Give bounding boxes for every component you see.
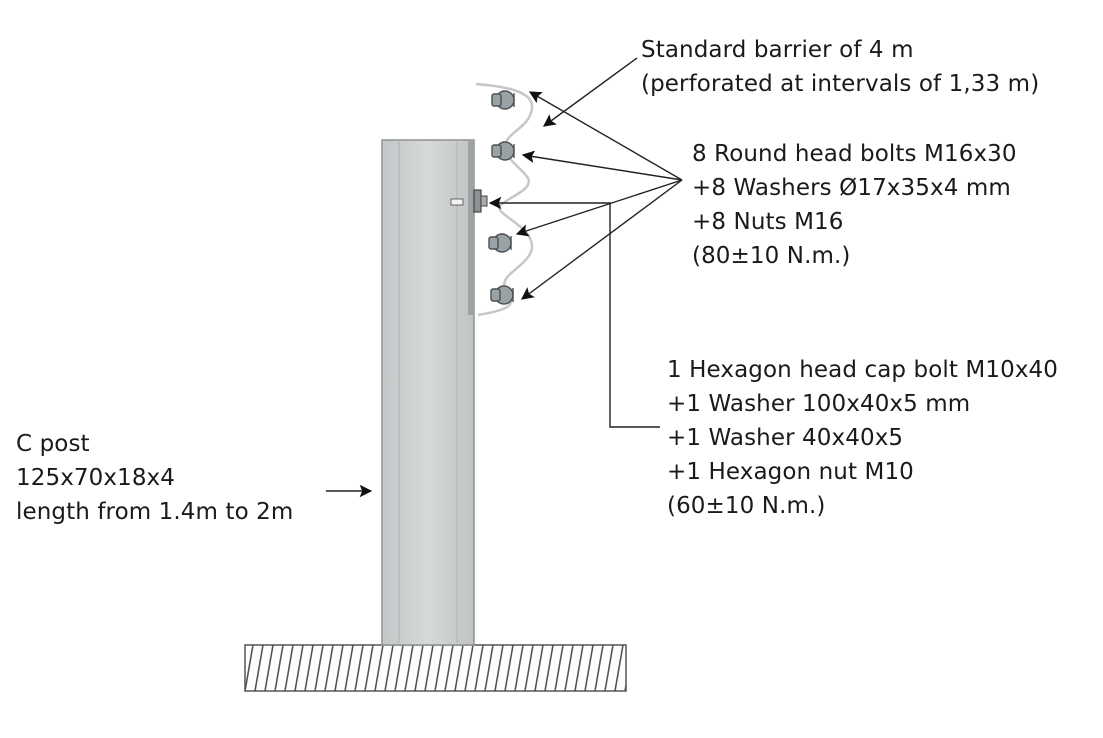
hatch-line: [504, 645, 514, 691]
bolt-leader: [520, 179, 683, 300]
hatch-line: [584, 645, 594, 691]
hatch-line: [434, 645, 444, 691]
hatch-line: [514, 645, 524, 691]
hatch-line: [414, 645, 424, 691]
round-head-bolts: [488, 90, 515, 305]
hatch-line: [645, 645, 653, 691]
hatch-line: [564, 645, 574, 691]
bolt-icon: [490, 285, 514, 305]
hatch-line: [264, 645, 274, 691]
round-bolts-label: 8 Round head bolts M16x30 +8 Washers Ø17…: [692, 137, 1017, 273]
hatch-line: [374, 645, 384, 691]
hex-bolt-label-line-3: +1 Washer 40x40x5: [667, 425, 904, 451]
post-label: C post 125x70x18x4 length from 1.4m to 2…: [16, 427, 293, 529]
hatch-line: [494, 645, 504, 691]
hatch-line: [304, 645, 314, 691]
barrier-label: Standard barrier of 4 m (perforated at i…: [641, 33, 1039, 101]
round-bolts-label-line-2: +8 Washers Ø17x35x4 mm: [692, 175, 1011, 201]
hex-bolt-leader: [488, 196, 660, 428]
bolt-leader: [528, 91, 683, 181]
hex-bolt-label-line-5: (60±10 N.m.): [667, 493, 826, 519]
bolt-leader: [521, 150, 683, 181]
hatch-line: [364, 645, 374, 691]
bolt-leader: [515, 179, 683, 237]
hatch-line: [574, 645, 584, 691]
hatch-line: [635, 645, 643, 691]
post-label-line-2: 125x70x18x4: [16, 465, 176, 491]
hex-bolt-label-line-2: +1 Washer 100x40x5 mm: [667, 391, 971, 417]
leader-lines: [326, 57, 683, 498]
hatch-line: [544, 645, 554, 691]
hatch-line: [614, 645, 624, 691]
hexagon-bolt-icon: [450, 189, 488, 213]
hatch-line: [334, 645, 344, 691]
bolt-icon: [491, 141, 515, 161]
hatch-line: [484, 645, 494, 691]
bolt-icon: [488, 233, 512, 253]
barrier-leader: [542, 57, 638, 127]
hatch-line: [464, 645, 474, 691]
round-bolts-label-line-4: (80±10 N.m.): [692, 243, 851, 269]
hatch-line: [284, 645, 294, 691]
hatch-line: [524, 645, 534, 691]
hatch-line: [384, 645, 394, 691]
round-bolts-label-line-1: 8 Round head bolts M16x30: [692, 141, 1017, 167]
hatch-line: [354, 645, 364, 691]
post-label-line-1: C post: [16, 431, 90, 457]
ground-foundation: [235, 644, 653, 692]
hatch-line: [314, 645, 324, 691]
hatch-line: [404, 645, 414, 691]
hatch-line: [604, 645, 614, 691]
hex-bolt-label: 1 Hexagon head cap bolt M10x40 +1 Washer…: [667, 353, 1058, 523]
bolt-icon: [491, 90, 515, 110]
hatch-line: [454, 645, 464, 691]
hatch-line: [554, 645, 564, 691]
hatch-line: [344, 645, 354, 691]
hatch-line: [274, 645, 284, 691]
barrier-label-line-2: (perforated at intervals of 1,33 m): [641, 71, 1040, 97]
hatch-line: [534, 645, 544, 691]
hatch-line: [444, 645, 454, 691]
hatch-line: [594, 645, 604, 691]
hatch-line: [235, 645, 243, 691]
hex-bolt-label-line-4: +1 Hexagon nut M10: [667, 459, 914, 485]
hex-bolt-label-line-1: 1 Hexagon head cap bolt M10x40: [667, 357, 1059, 383]
hatch-line: [294, 645, 304, 691]
hatch-line: [394, 645, 404, 691]
round-bolts-label-line-3: +8 Nuts M16: [692, 209, 844, 235]
hatch-line: [245, 645, 254, 691]
hatch-line: [474, 645, 484, 691]
c-post: [381, 139, 475, 646]
post-label-line-3: length from 1.4m to 2m: [16, 499, 294, 525]
hatch-line: [424, 645, 434, 691]
barrier-label-line-1: Standard barrier of 4 m: [641, 37, 914, 63]
hatch-line: [254, 645, 264, 691]
hatch-line: [324, 645, 334, 691]
